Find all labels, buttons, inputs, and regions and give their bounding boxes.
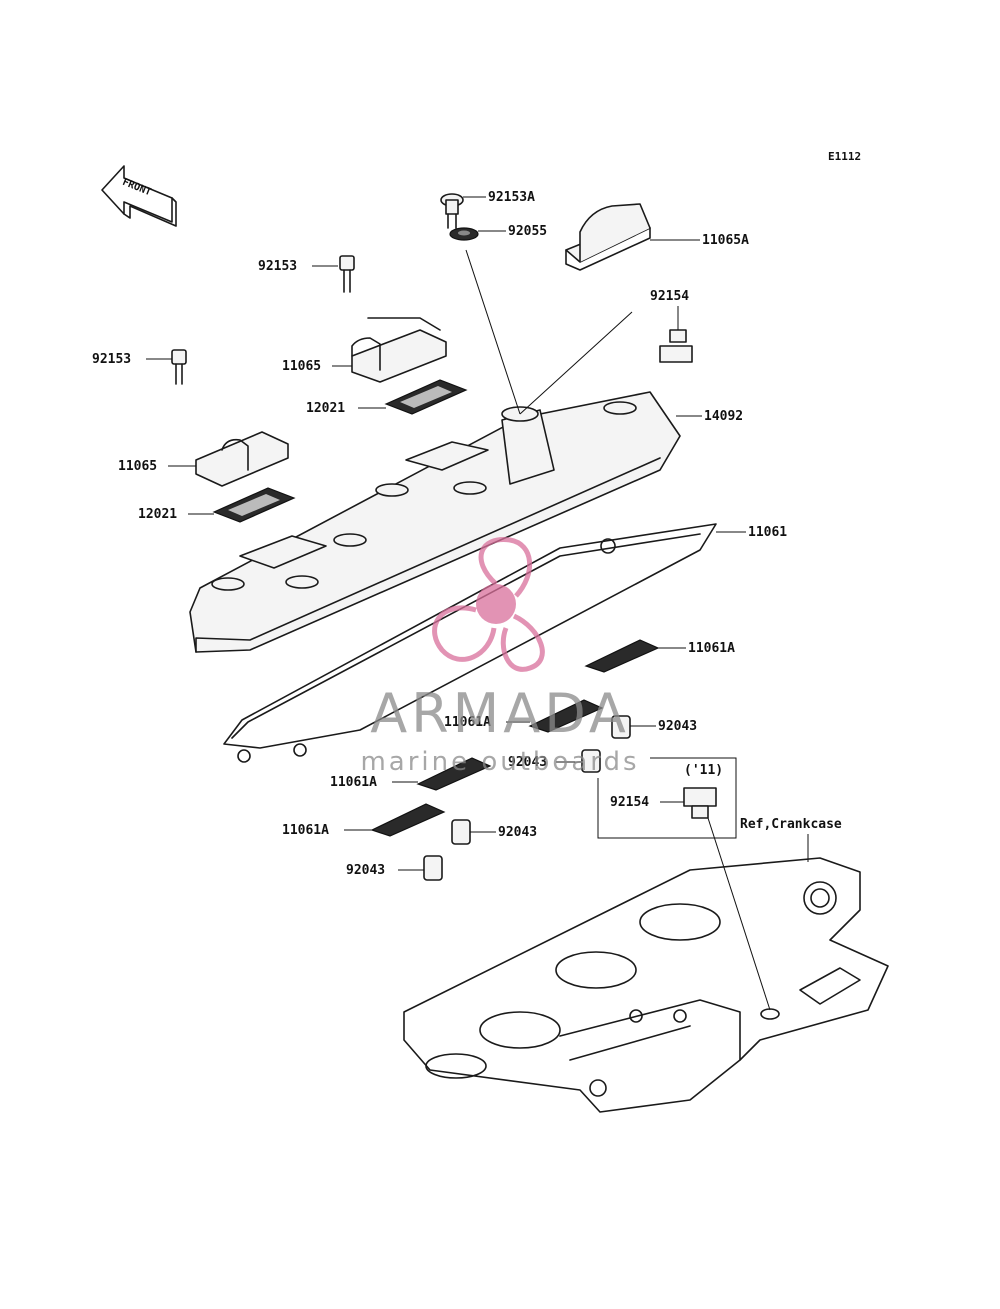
gasket-11061-icon [223, 523, 717, 763]
seal-11061a-3-icon [416, 757, 492, 791]
callout-14092: 14092 [704, 409, 743, 424]
seal-11061a-1-icon [584, 639, 660, 673]
dowel-92043-2-icon [581, 749, 601, 773]
front-arrow-label: FRONT [121, 177, 153, 198]
ref-crankcase-label: Ref,Crankcase [740, 817, 842, 832]
gasket-12021-upper-icon [384, 379, 468, 415]
year-variant-box [597, 757, 737, 839]
callout-92043-4: 92043 [346, 863, 385, 878]
callout-11065-left: 11065 [118, 459, 157, 474]
watermark-blade-icon [432, 605, 497, 662]
callout-12021-upper: 12021 [306, 401, 345, 416]
callout-92154-box: 92154 [610, 795, 649, 810]
watermark-brand: ARMADA [370, 682, 630, 745]
diagram-code: E1112 [828, 150, 861, 163]
watermark-logo: ARMADA marine outboards [360, 537, 639, 777]
dowel-92043-1-icon [611, 715, 631, 739]
bolt-92153-upper-icon [339, 255, 355, 293]
head-cover-14092-icon [189, 391, 681, 653]
callout-11061: 11061 [748, 525, 787, 540]
dowel-92043-3-icon [451, 819, 471, 845]
callout-92043-3: 92043 [498, 825, 537, 840]
watermark-blade-icon [500, 613, 545, 672]
gasket-12021-left-icon [212, 487, 296, 523]
year-note: ('11) [684, 763, 723, 778]
dowel-92043-4-icon [423, 855, 443, 881]
callout-11065-upper: 11065 [282, 359, 321, 374]
plug-92154-box-icon [683, 787, 717, 819]
bolt-92153a-icon [440, 193, 464, 229]
bolt-92153-left-icon [171, 349, 187, 385]
watermark-tagline: marine outboards [360, 747, 639, 777]
callout-92043-2: 92043 [508, 755, 547, 770]
callout-92043-1: 92043 [658, 719, 697, 734]
callout-92154-top: 92154 [650, 289, 689, 304]
washer-92055-icon [449, 227, 479, 241]
cover-11065-left-icon [195, 431, 289, 487]
callout-12021-left: 12021 [138, 507, 177, 522]
watermark-hub-icon [476, 584, 516, 624]
callout-92153a: 92153A [488, 190, 535, 205]
callout-92153-left: 92153 [92, 352, 131, 367]
callout-11061a-4: 11061A [282, 823, 329, 838]
callout-11065a: 11065A [702, 233, 749, 248]
front-arrow-icon: FRONT [101, 165, 177, 227]
seal-11061a-2-icon [528, 699, 604, 733]
seal-11061a-4-icon [370, 803, 446, 837]
callout-11061a-3: 11061A [330, 775, 377, 790]
crankcase-icon [403, 857, 889, 1113]
cover-11065-upper-icon [351, 317, 447, 383]
callout-11061a-2: 11061A [444, 715, 491, 730]
callout-11061a-1: 11061A [688, 641, 735, 656]
callout-92153-upper: 92153 [258, 259, 297, 274]
watermark-blade-icon [478, 537, 532, 598]
plug-92154-icon [659, 329, 693, 363]
callout-92055: 92055 [508, 224, 547, 239]
cover-11065a-icon [565, 203, 651, 271]
